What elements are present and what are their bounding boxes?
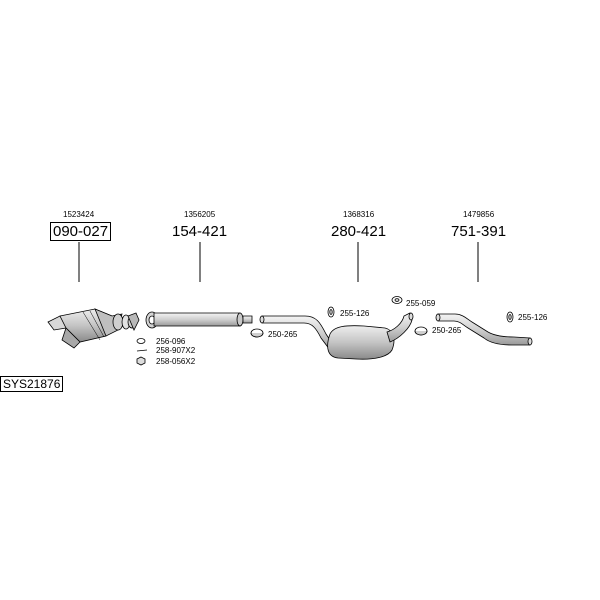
oe-number-rear-pipe: 1479856 [463,210,495,219]
front-pipe-part [145,311,253,329]
part-number-catalyst[interactable]: 090-027 [50,222,112,241]
part-number-rear-pipe[interactable]: 751-391 [451,223,507,240]
catalyst-part [47,308,140,349]
nut-label[interactable]: 258-056X2 [156,357,196,366]
bolt-label[interactable]: 258-907X2 [156,346,196,355]
clamp-label-1[interactable]: 250-265 [268,330,298,339]
bolt-icon [136,349,148,352]
oe-number-catalyst: 1523424 [63,210,95,219]
oe-number-middle-silencer: 1368316 [343,210,375,219]
part-number-front-pipe[interactable]: 154-421 [172,223,228,240]
hanger-label-3[interactable]: 255-126 [518,313,548,322]
nut-icon [136,356,146,366]
middle-silencer-part [259,312,414,360]
rear-pipe-part [435,313,533,346]
oe-number-front-pipe: 1356205 [184,210,216,219]
clamp-icon [250,328,264,338]
system-code: SYS21876 [0,376,64,392]
accessory-icons-left [136,338,148,366]
hanger-icons-middle [327,296,428,336]
gasket-label[interactable]: 256-096 [156,337,186,346]
hanger-icon [506,311,514,323]
part-number-middle-silencer[interactable]: 280-421 [331,223,387,240]
hanger-label-1[interactable]: 255-126 [340,309,370,318]
clamp-label-2[interactable]: 250-265 [432,326,462,335]
hanger-label-2[interactable]: 255-059 [406,299,436,308]
leader-lines [78,242,479,282]
gasket-icon [136,338,146,344]
